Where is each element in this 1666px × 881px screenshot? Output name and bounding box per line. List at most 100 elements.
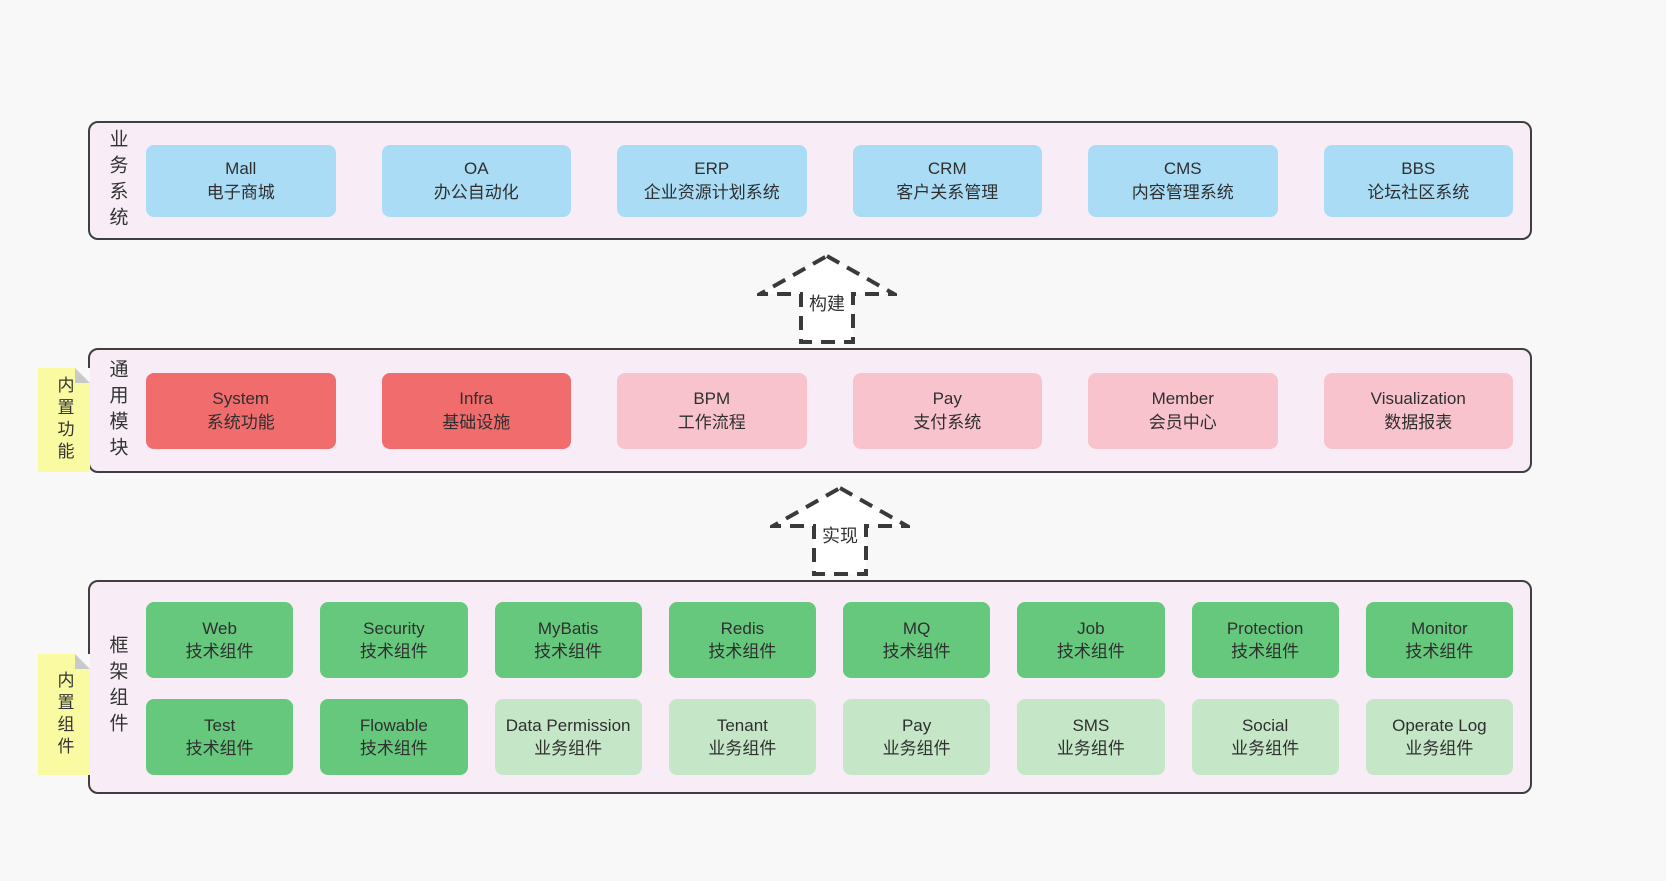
box-name-en: MyBatis [537,619,599,638]
panel-label-business: 业务系统 [106,128,128,233]
box-visualization: Visualization 数据报表 [1323,372,1513,449]
box-name-cn: 技术组件 [1405,642,1474,661]
box-name-cn: 业务组件 [1231,739,1300,758]
box-social: Social 业务组件 [1191,699,1339,775]
box-name-cn: 企业资源计划系统 [643,182,780,202]
box-name-cn: 客户关系管理 [896,182,999,202]
box-name-en: Operate Log [1392,716,1487,735]
box-name-en: Pay [901,716,932,735]
box-name-cn: 会员中心 [1148,412,1217,432]
build-arrow-icon: 构建 [757,253,897,344]
box-name-en: Data Permission [505,716,631,735]
box-name-en: CMS [1163,158,1202,178]
box-operate-log: Operate Log 业务组件 [1365,699,1513,775]
box-name-cn: 数据报表 [1384,412,1453,432]
box-tenant: Tenant 业务组件 [668,699,816,775]
box-name-en: Tenant [716,716,768,735]
box-web: Web 技术组件 [146,602,294,678]
box-name-cn: 业务组件 [882,739,951,758]
box-name-cn: 论坛社区系统 [1367,182,1470,202]
components-grid: Web 技术组件 Security 技术组件 MyBatis 技术组件 Redi… [144,582,1530,792]
box-bbs: BBS 论坛社区系统 [1323,144,1513,217]
box-protection: Protection 技术组件 [1191,602,1339,678]
box-name-cn: 基础设施 [442,412,511,432]
box-name-cn: 业务组件 [1405,739,1474,758]
box-monitor: Monitor 技术组件 [1365,602,1513,678]
box-name-en: Visualization [1370,388,1466,408]
box-erp: ERP 企业资源计划系统 [617,144,807,217]
panel-framework-components: 框架组件 Web 技术组件 Security 技术组件 MyBatis 技术组件… [88,580,1532,794]
box-name-en: Social [1241,716,1289,735]
sticky-note-builtin-features: 内置功能 [38,368,90,472]
box-name-en: Test [204,716,236,735]
folded-corner-icon [75,368,90,383]
box-name-en: Job [1077,619,1105,638]
box-sms: SMS 业务组件 [1017,699,1165,775]
box-test: Test 技术组件 [146,699,294,775]
box-oa: OA 办公自动化 [381,144,571,217]
box-mall: Mall 电子商城 [146,144,336,217]
box-name-en: System [212,388,270,408]
box-name-cn: 技术组件 [185,642,254,661]
sticky-note-builtin-components: 内置组件 [38,654,90,775]
box-name-en: BPM [693,388,731,408]
box-name-cn: 办公自动化 [433,182,519,202]
box-name-en: MQ [902,619,931,638]
box-infra: Infra 基础设施 [381,372,571,449]
box-crm: CRM 客户关系管理 [852,144,1042,217]
box-name-en: Flowable [359,716,428,735]
box-name-en: Infra [459,388,494,408]
box-name-cn: 业务组件 [708,739,777,758]
folded-corner-icon [75,654,90,669]
box-name-en: SMS [1072,716,1110,735]
box-name-cn: 技术组件 [1231,642,1300,661]
box-mq: MQ 技术组件 [843,602,991,678]
business-box-row: Mall 电子商城 OA 办公自动化 ERP 企业资源计划系统 CRM 客户关系… [144,123,1530,238]
box-name-cn: 技术组件 [1056,642,1125,661]
box-data-permission: Data Permission 业务组件 [494,699,642,775]
box-security: Security 技术组件 [320,602,468,678]
box-mybatis: MyBatis 技术组件 [494,602,642,678]
box-member: Member 会员中心 [1088,372,1278,449]
box-cms: CMS 内容管理系统 [1088,144,1278,217]
box-name-cn: 工作流程 [677,412,746,432]
box-pay-component: Pay 业务组件 [843,699,991,775]
box-name-cn: 技术组件 [359,739,428,758]
box-system: System 系统功能 [146,372,336,449]
box-name-en: Member [1151,388,1214,408]
box-name-en: Redis [720,619,765,638]
box-name-cn: 技术组件 [882,642,951,661]
box-name-en: ERP [694,158,730,178]
box-name-en: Pay [932,388,962,408]
box-name-cn: 技术组件 [185,739,254,758]
arrow-label: 实现 [822,526,858,546]
box-name-cn: 业务组件 [1056,739,1125,758]
box-name-cn: 系统功能 [206,412,275,432]
box-pay-module: Pay 支付系统 [852,372,1042,449]
arrow-label: 构建 [809,294,845,314]
panel-common-modules: 通用模块 System 系统功能 Infra 基础设施 BPM 工作流程 Pay… [88,348,1532,473]
panel-label-modules: 通用模块 [106,358,128,463]
box-name-cn: 技术组件 [359,642,428,661]
modules-box-row: System 系统功能 Infra 基础设施 BPM 工作流程 Pay 支付系统… [144,350,1530,471]
box-job: Job 技术组件 [1017,602,1165,678]
box-name-en: Protection [1226,619,1304,638]
box-name-en: OA [463,158,489,178]
box-name-cn: 内容管理系统 [1131,182,1234,202]
box-redis: Redis 技术组件 [668,602,816,678]
box-name-cn: 技术组件 [708,642,777,661]
box-name-en: BBS [1401,158,1436,178]
box-bpm: BPM 工作流程 [617,372,807,449]
box-name-cn: 电子商城 [206,182,275,202]
box-name-cn: 业务组件 [534,739,603,758]
box-name-cn: 支付系统 [913,412,982,432]
box-name-en: Monitor [1411,619,1468,638]
box-name-en: Security [363,619,425,638]
box-name-cn: 技术组件 [534,642,603,661]
box-name-en: Web [202,619,237,638]
box-flowable: Flowable 技术组件 [320,699,468,775]
implement-arrow-icon: 实现 [770,485,910,576]
panel-business-systems: 业务系统 Mall 电子商城 OA 办公自动化 ERP 企业资源计划系统 CRM… [88,121,1532,240]
box-name-en: Mall [225,158,257,178]
